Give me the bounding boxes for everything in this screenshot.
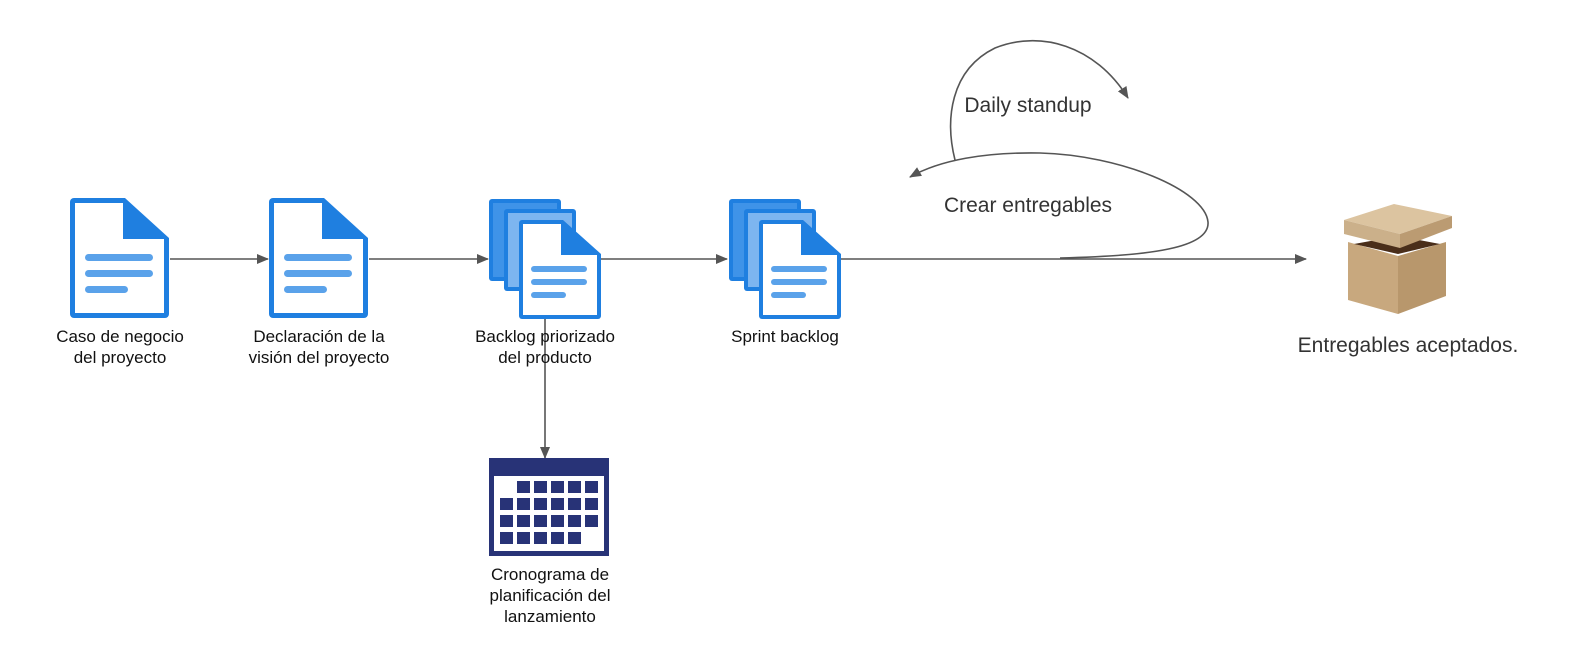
document-icon [269, 198, 368, 318]
crear-entregables-loop-arrow [909, 152, 1209, 259]
backlog-label-line2: del producto [498, 348, 592, 367]
caso-label-line2: del proyecto [73, 348, 167, 367]
entregables-label-line1: Entregables aceptados. [1297, 334, 1519, 357]
daily-standup-loop-arrow [949, 40, 1129, 161]
connectors [170, 40, 1307, 459]
node-label-declaracion: Declaración de la visión del proyecto [234, 326, 404, 368]
cronograma-label-line2: planificación del [489, 586, 611, 605]
caso-label-line1: Caso de negocio [56, 327, 184, 346]
stacked-documents-icon [729, 199, 841, 319]
declaracion-label-line2: visión del proyecto [248, 348, 390, 367]
stacked-documents-icon [489, 199, 601, 319]
daily-standup-label: Daily standup [964, 94, 1092, 117]
cronograma-label-line1: Cronograma de [490, 565, 610, 584]
node-label-cronograma: Cronograma de planificación del lanzamie… [465, 564, 635, 627]
document-icon [70, 198, 169, 318]
sprint-label-line1: Sprint backlog [731, 327, 839, 346]
calendar-icon [489, 458, 609, 556]
declaracion-label-line1: Declaración de la [253, 327, 385, 346]
node-label-entregables: Entregables aceptados. [1278, 334, 1538, 358]
node-label-caso: Caso de negocio del proyecto [40, 326, 200, 368]
crear-entregables-label: Crear entregables [943, 194, 1113, 217]
node-label-sprint: Sprint backlog [700, 326, 870, 347]
box-icon [1344, 204, 1452, 314]
loop-label-crear-entregables: Crear entregables [928, 194, 1128, 218]
backlog-label-line1: Backlog priorizado [475, 327, 615, 346]
node-label-backlog: Backlog priorizado del producto [460, 326, 630, 368]
loop-label-daily-standup: Daily standup [938, 94, 1118, 118]
cronograma-label-line3: lanzamiento [504, 607, 596, 626]
